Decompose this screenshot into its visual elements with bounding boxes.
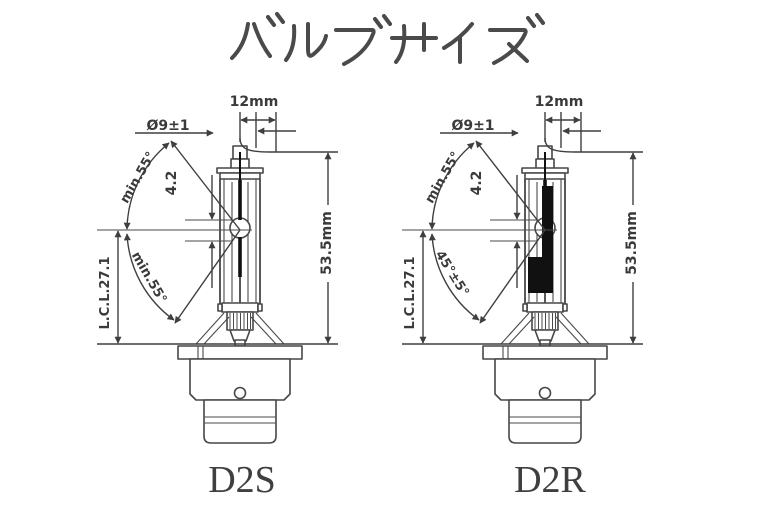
d2s-lcl-label: L.C.L.27.1 [98, 257, 113, 330]
d2r-lcl-label: L.C.L.27.1 [403, 257, 418, 330]
d2s-bulb-drawing [177, 145, 303, 444]
d2s-diameter-label: Ø9±1 [146, 118, 189, 134]
d2r-top-width-label: 12mm [535, 94, 584, 110]
d2s-lower-angle-label: min.55° [128, 249, 169, 306]
d2r-upper-angle-label: min.55° [423, 149, 464, 206]
d2s-upper-angle-label: min.55° [118, 149, 159, 206]
d2r-light-shield [528, 186, 553, 293]
d2s-electrode-gap-label: 4.2 [164, 171, 180, 196]
d2s-caption: D2S [208, 459, 276, 501]
d2s-diagram: 12mm Ø9±1 min.55° 4.2 L.C.L.27.1 min.55°… [97, 94, 338, 501]
d2r-electrode-gap-label: 4.2 [469, 171, 485, 196]
page-title: バルブサイズ [230, 12, 545, 66]
d2s-overall-length-label: 53.5mm [319, 211, 335, 275]
d2r-diagram: 12mm Ø9±1 min.55° 4.2 L.C.L.27.1 45°±5° … [402, 94, 643, 501]
d2r-caption: D2R [514, 459, 586, 501]
d2s-top-width-label: 12mm [230, 94, 279, 110]
d2r-overall-length-label: 53.5mm [624, 211, 640, 275]
d2r-diameter-label: Ø9±1 [451, 118, 494, 134]
